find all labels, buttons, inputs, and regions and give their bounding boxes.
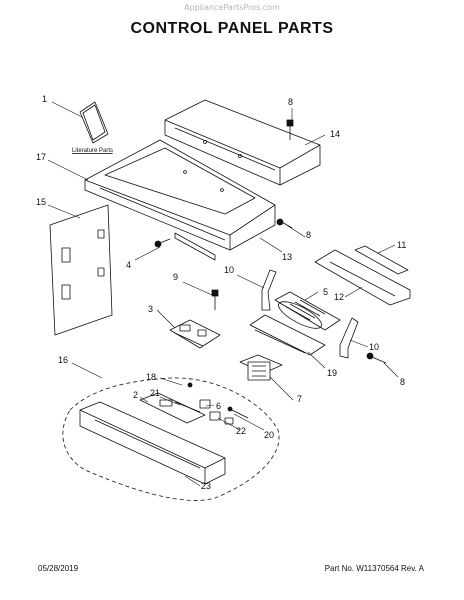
control-board	[169, 319, 221, 349]
callout-5: 5	[323, 287, 328, 297]
page-title: CONTROL PANEL PARTS	[130, 20, 334, 37]
cooling-fan	[274, 291, 341, 331]
callout-3: 3	[148, 304, 153, 314]
callout-6: 6	[216, 401, 221, 411]
callout-7: 7	[297, 394, 302, 404]
transformer	[239, 354, 283, 381]
callout-8-top: 8	[288, 97, 293, 107]
footer-part-number: Part No. W11370564 Rev. A	[324, 564, 424, 573]
console-frame	[84, 139, 276, 251]
callout-17: 17	[36, 152, 46, 162]
callout-8-mid: 8	[306, 230, 311, 240]
callout-13: 13	[282, 252, 292, 262]
top-strip	[354, 245, 409, 275]
screws	[154, 119, 387, 364]
leader-lines	[47, 101, 399, 487]
callout-2: 2	[133, 390, 138, 400]
footer-date: 05/28/2019	[38, 564, 79, 573]
display-board	[139, 392, 206, 424]
small-components	[174, 382, 249, 425]
callout-22: 22	[236, 426, 246, 436]
callout-15: 15	[36, 197, 46, 207]
callout-10-right: 10	[369, 342, 379, 352]
fan-bracket	[249, 314, 326, 356]
side-panel	[49, 204, 113, 336]
callout-10-left: 10	[224, 265, 234, 275]
callout-12: 12	[334, 292, 344, 302]
top-cover-panel	[164, 99, 321, 186]
callout-8-low: 8	[400, 377, 405, 387]
callout-21: 21	[150, 388, 160, 398]
callout-11: 11	[397, 240, 406, 250]
callout-16: 16	[58, 355, 68, 365]
callout-14: 14	[330, 129, 340, 139]
literature-parts-label: Literature Parts	[72, 148, 113, 154]
lower-bracket	[174, 232, 216, 261]
clip-left	[261, 269, 277, 311]
callout-9: 9	[173, 272, 178, 282]
control-panel-face	[79, 401, 226, 485]
callout-18: 18	[146, 372, 156, 382]
watermark: AppliancePartsPros.com	[184, 3, 280, 12]
literature-parts-booklet	[79, 101, 109, 144]
rear-bracket	[314, 249, 411, 306]
clip-right	[339, 317, 359, 359]
callout-20: 20	[264, 430, 274, 440]
callout-23: 23	[201, 481, 211, 491]
callout-1: 1	[42, 94, 47, 104]
callout-19: 19	[327, 368, 337, 378]
callout-numbers: 1 2 3 4 5 6 7 8 8 8 9 10 10 11 12 13 14 …	[36, 94, 406, 491]
callout-4: 4	[126, 260, 131, 270]
